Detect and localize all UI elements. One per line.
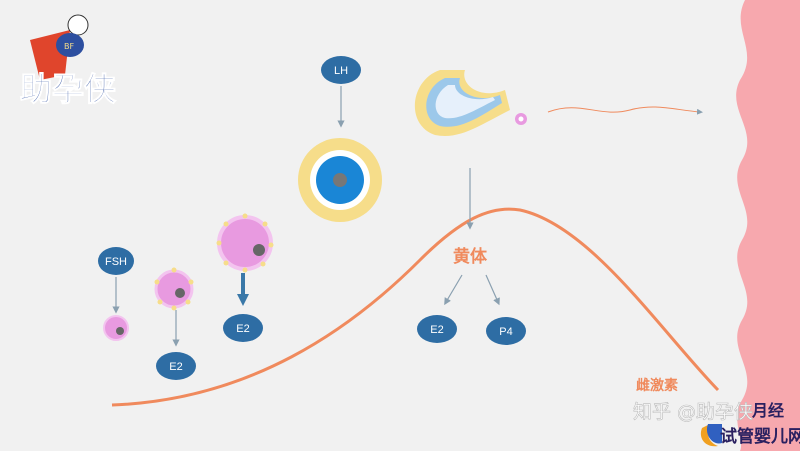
svg-text:E2: E2	[169, 361, 182, 373]
svg-text:试管婴儿网: 试管婴儿网	[720, 426, 800, 447]
lh-node: LH	[321, 56, 361, 84]
logo-text: 助孕侠	[20, 70, 117, 108]
antral-follicle	[216, 213, 274, 273]
svg-text:FSH: FSH	[105, 256, 127, 268]
logo: BF 助孕侠	[20, 14, 118, 109]
logo-badge: BF	[64, 42, 74, 51]
uterine-lining	[736, 0, 800, 451]
zhihu-watermark: 知乎 @助孕侠	[633, 401, 753, 423]
e2-node-corpus: E2	[417, 315, 457, 343]
mature-follicle	[298, 138, 382, 222]
corpus-luteum-label: 黄体	[453, 246, 488, 267]
ruptured-follicle	[414, 70, 510, 136]
oocyte-path-arrow	[547, 106, 703, 115]
estrogen-curve	[111, 207, 720, 407]
svg-text:P4: P4	[499, 326, 512, 338]
menstruation-label: 月经	[751, 401, 784, 420]
e2-node-small: E2	[156, 352, 196, 380]
svg-text:LH: LH	[334, 65, 348, 77]
estrogen-label: 雌激素	[636, 377, 678, 394]
growing-follicle	[154, 267, 194, 311]
site-watermark: 试管婴儿网	[700, 424, 800, 447]
svg-text:E2: E2	[236, 323, 249, 335]
svg-text:E2: E2	[430, 324, 443, 336]
e2-node-large: E2	[223, 314, 263, 342]
p4-node: P4	[486, 317, 526, 345]
released-oocyte	[515, 113, 527, 125]
primordial-follicle	[103, 315, 129, 341]
fsh-node: FSH	[98, 247, 134, 275]
